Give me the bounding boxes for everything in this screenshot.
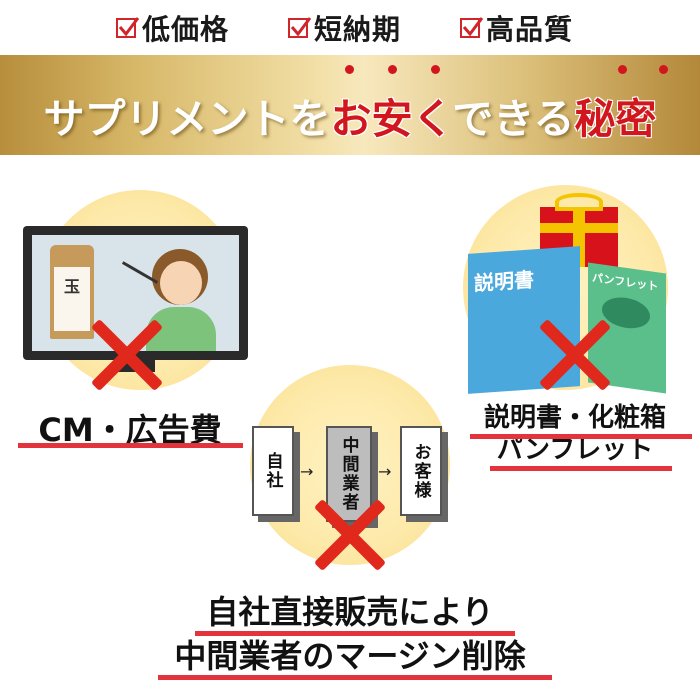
check-icon <box>288 17 312 38</box>
flow-label: 自社 <box>262 452 283 490</box>
flow-label: お客様 <box>410 442 431 500</box>
caption-line: 説明書・化粧箱 <box>483 403 666 433</box>
headline-part: サプリメントを <box>43 95 331 143</box>
caption-underline <box>195 631 515 636</box>
caption-advertising: CM・広告費 <box>38 411 222 449</box>
headline-emphasis: 秘密 <box>574 95 657 143</box>
pamphlet-label: パンフレット <box>592 271 659 294</box>
emphasis-dot <box>659 65 668 74</box>
headline-part: できる <box>452 95 575 143</box>
flow-box-company: 自社 <box>252 426 294 516</box>
check-icon <box>116 17 140 38</box>
presenter-face <box>160 261 202 305</box>
caption-underline <box>18 443 243 448</box>
headline-emphasis: お安く <box>330 95 453 143</box>
check-label: 短納期 <box>314 13 402 46</box>
emphasis-dot <box>345 65 354 74</box>
product-label-text: 玉 <box>63 277 80 296</box>
caption-underline <box>158 675 552 680</box>
caption-manuals: 説明書・化粧箱 パンフレット <box>455 402 695 466</box>
arrow-right-icon: → <box>378 462 392 481</box>
gift-icon <box>540 207 618 267</box>
cross-icon <box>82 310 172 400</box>
caption-underline <box>470 434 692 439</box>
headline-banner: サプリメントをお安くできる秘密 <box>0 55 700 155</box>
caption-line: 中間業者のマージン削除 <box>174 637 526 675</box>
check-icon <box>460 17 484 38</box>
manual-label: 説明書 <box>474 267 534 296</box>
headline: サプリメントをお安くできる秘密 <box>0 85 700 145</box>
flow-box-customer: お客様 <box>400 426 442 516</box>
gift-bow <box>555 193 603 211</box>
check-item-high-quality: 高品質 <box>460 8 573 48</box>
caption-underline <box>490 466 672 471</box>
check-item-short-delivery: 短納期 <box>288 8 401 48</box>
gift-ribbon <box>540 223 618 233</box>
emphasis-dot <box>388 65 397 74</box>
caption-line: パンフレット <box>496 435 654 465</box>
check-item-low-price: 低価格 <box>116 8 229 48</box>
cross-icon <box>305 490 395 580</box>
emphasis-dot <box>618 65 627 74</box>
arrow-right-icon: → <box>300 462 314 481</box>
cross-icon <box>530 310 620 400</box>
emphasis-dot <box>431 65 440 74</box>
check-label: 高品質 <box>486 13 574 46</box>
feature-checklist: 低価格 短納期 高品質 <box>0 8 700 48</box>
check-label: 低価格 <box>142 13 230 46</box>
caption-direct-sales: 自社直接販売により 中間業者のマージン削除 <box>100 590 600 678</box>
caption-line: 自社直接販売により <box>206 593 494 631</box>
